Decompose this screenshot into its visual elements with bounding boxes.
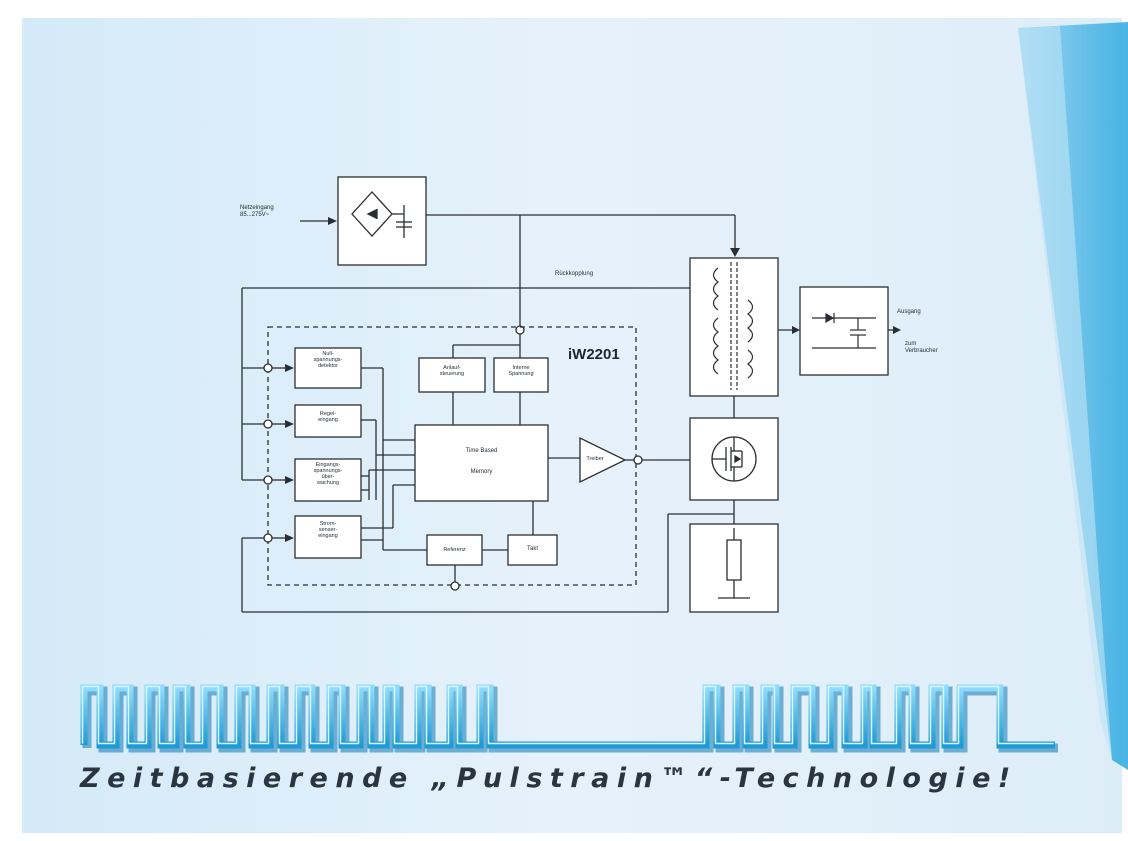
block-eingang-line1: Eingangs-: [315, 462, 341, 468]
block-null: Null- spannungs- detektor: [296, 351, 360, 369]
rectifier-icon: [351, 191, 412, 238]
block-takt-line1: Takt: [526, 546, 538, 552]
block-eingang: Eingangs- spannungs- über- wachung: [296, 462, 360, 486]
output-label-bottom: zum Verbraucher: [905, 341, 975, 354]
block-treiber: Treiber: [578, 456, 612, 462]
block-anlauf-line2: steuerung: [439, 371, 465, 378]
block-strom-line2: senser-: [318, 527, 338, 534]
input-label: Netzeingang 85...275V~: [240, 205, 300, 218]
block-intern-line2: Spannung: [508, 371, 534, 378]
block-memory-line2: Memory: [470, 468, 493, 475]
pulse-train: [80, 684, 1058, 753]
output-label-line3: Verbraucher: [905, 347, 938, 354]
input-label-line1: Netzeingang: [240, 205, 274, 211]
block-regel-line2: eingang: [318, 417, 338, 424]
blue-edge-highlight: [1018, 26, 1112, 760]
block-eingang-line4: wachung: [316, 480, 340, 487]
block-eingang-line2: spannungs-: [313, 468, 343, 475]
block-intern: Interne Spannung: [495, 365, 547, 377]
feedback-label: Rückkopplung: [555, 271, 594, 277]
block-strom-line1: Strom-: [319, 521, 337, 527]
block-takt: Takt: [509, 546, 556, 553]
block-strom: Strom- senser- eingang: [296, 521, 360, 539]
block-null-line1: Null-: [322, 351, 334, 357]
block-anlauf: Anlauf- steuerung: [420, 365, 484, 377]
transformer-icon: [712, 262, 754, 390]
input-label-line2: 85...275V~: [240, 211, 270, 218]
output-label-line2: zum: [905, 341, 917, 347]
mosfet-icon: [711, 436, 757, 482]
block-intern-line1: Interne: [512, 365, 530, 371]
block-memory-line1: Time Based: [465, 448, 498, 454]
block-null-line2: spannungs-: [313, 357, 343, 364]
tagline: Zeitbasierende „Pulstrain™“-Technologie!: [80, 763, 1018, 794]
block-referenz-line1: Referenz: [443, 547, 466, 553]
block-referenz: Referenz: [428, 547, 481, 553]
block-eingang-line3: über-: [321, 474, 335, 481]
resistor-icon: [718, 528, 750, 599]
block-strom-line3: eingang: [318, 533, 338, 540]
output-filter-icon: [812, 312, 876, 349]
block-regel: Regel- eingang: [296, 411, 360, 423]
block-anlauf-line1: Anlauf-: [443, 365, 461, 371]
block-treiber-line1: Treiber: [586, 456, 604, 462]
chip-name: iW2201: [568, 346, 620, 363]
block-regel-line1: Regel-: [319, 411, 337, 417]
block-memory: Time Based Memory: [416, 448, 547, 475]
output-label-top: Ausgang: [897, 309, 921, 315]
block-null-line3: detektor: [318, 363, 338, 370]
